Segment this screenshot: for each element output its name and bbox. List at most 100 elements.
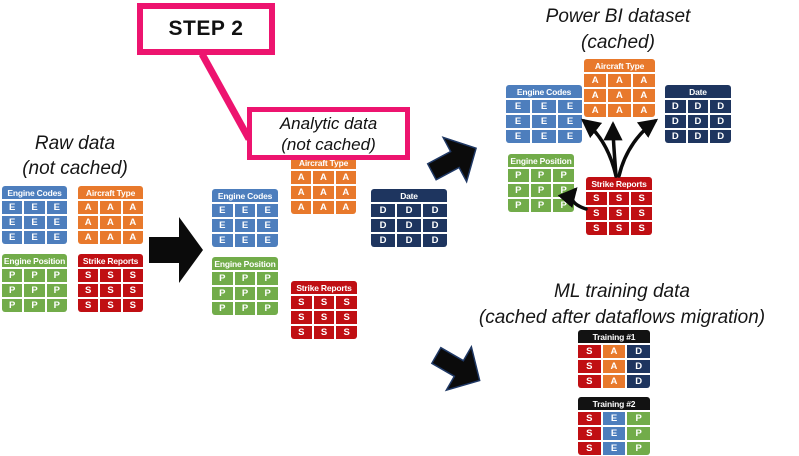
analytic-subtitle: (not cached) <box>281 134 376 154</box>
table-cell: S <box>578 375 601 388</box>
powerbi-title-line2: (cached) <box>581 32 655 53</box>
table-header: Strike Reports <box>586 177 652 190</box>
table-cell: P <box>553 199 574 212</box>
table-cell: D <box>397 204 421 217</box>
table-cell: S <box>291 311 312 324</box>
table-header: Engine Position <box>508 154 574 167</box>
table-cell: A <box>602 345 626 358</box>
powerbi-dataset-title: Power BI dataset (cached) <box>498 4 738 56</box>
table-cell: D <box>665 130 686 143</box>
table-cell: P <box>508 184 529 197</box>
table-cell: S <box>586 192 607 205</box>
table-cell: A <box>608 74 631 87</box>
table-cell: E <box>2 231 23 244</box>
table-cell: D <box>687 130 709 143</box>
table-cell: S <box>608 192 630 205</box>
table-cell: E <box>558 115 582 128</box>
table-cell: S <box>291 326 312 339</box>
table-cell: S <box>336 311 357 324</box>
table-header: Engine Codes <box>506 85 582 98</box>
table-cell: E <box>506 130 530 143</box>
table-cell: D <box>687 115 709 128</box>
table-cell: E <box>532 100 556 113</box>
table-cell: D <box>627 345 650 358</box>
table-cell: S <box>608 207 630 220</box>
table-cell: A <box>632 74 655 87</box>
table-cell: A <box>335 186 356 199</box>
table-cell: S <box>313 296 335 309</box>
table-cell: D <box>397 219 421 232</box>
table-cell: E <box>2 216 23 229</box>
table-cell: P <box>46 269 67 282</box>
powerbi-title-line1: Power BI dataset <box>545 6 691 27</box>
table-cell: E <box>234 219 256 232</box>
table-cell: A <box>335 201 356 214</box>
table-cell: E <box>212 204 233 217</box>
table-cell: S <box>100 299 121 312</box>
table-cell: A <box>632 89 655 102</box>
table-cell: D <box>423 219 447 232</box>
table-cell: A <box>122 231 143 244</box>
table-header: Engine Codes <box>2 186 67 199</box>
table-cell: E <box>212 219 233 232</box>
table-cell: A <box>100 216 121 229</box>
table-cell: S <box>78 284 99 297</box>
table-cell: S <box>608 222 630 235</box>
table-cell: D <box>627 360 650 373</box>
table-header: Date <box>665 85 731 98</box>
table-cell: A <box>291 201 312 214</box>
table-cell: A <box>584 104 607 117</box>
table-cell: A <box>100 231 121 244</box>
table-cell: S <box>586 222 607 235</box>
table-cell: A <box>608 104 631 117</box>
raw-title-line1: Raw data <box>34 133 116 154</box>
table-header: Engine Position <box>2 254 67 267</box>
table-cell: D <box>710 115 731 128</box>
table-cell: P <box>508 169 529 182</box>
table-cell: S <box>291 296 312 309</box>
table-cell: A <box>584 74 607 87</box>
table-cell: S <box>78 299 99 312</box>
step-2-label: STEP 2 <box>168 17 244 40</box>
table-header: Aircraft Type <box>78 186 143 199</box>
table-header: Training #1 <box>578 330 650 343</box>
table-cell: P <box>24 284 45 297</box>
table-cell: P <box>257 302 278 315</box>
table-cell: E <box>558 130 582 143</box>
table-cell: S <box>122 269 143 282</box>
table-cell: P <box>46 284 67 297</box>
table-cell: A <box>100 201 121 214</box>
table-cell: P <box>234 272 256 285</box>
table-cell: S <box>631 192 652 205</box>
table-cell: P <box>627 427 650 440</box>
table-cell: A <box>78 201 99 214</box>
table-cell: E <box>602 412 626 425</box>
table-cell: E <box>506 100 530 113</box>
table-cell: S <box>100 269 121 282</box>
table-cell: S <box>313 326 335 339</box>
table-cell: A <box>602 375 626 388</box>
table-cell: A <box>584 89 607 102</box>
table-cell: E <box>602 442 626 455</box>
table-cell: E <box>2 201 23 214</box>
raw-data-title: Raw data (not cached) <box>0 131 150 181</box>
table-header: Engine Position <box>212 257 278 270</box>
table-cell: S <box>631 222 652 235</box>
table-cell: A <box>78 231 99 244</box>
analytic-title: Analytic data <box>279 113 378 133</box>
table-cell: E <box>234 234 256 247</box>
table-cell: P <box>627 412 650 425</box>
table-header: Training #2 <box>578 397 650 410</box>
